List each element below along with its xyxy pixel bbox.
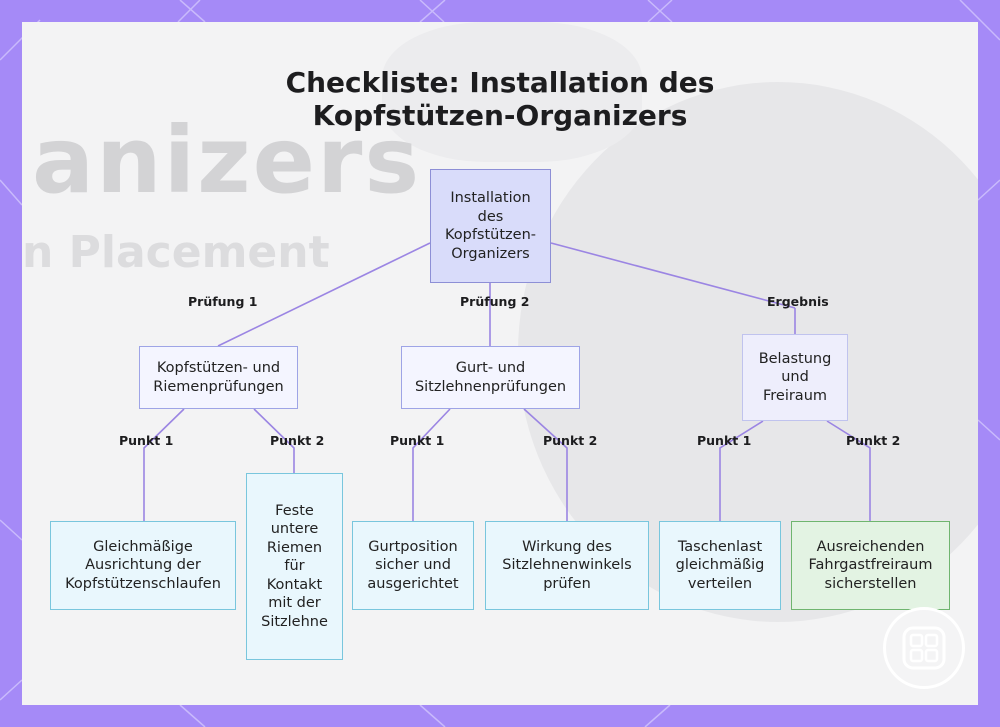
- edge-label-b2-point-2: Punkt 2: [543, 433, 598, 448]
- edge-label-b2-point-1: Punkt 1: [390, 433, 445, 448]
- background-text-small: n Placement: [22, 227, 330, 278]
- title-line-2: Kopfstützen-Organizers: [312, 99, 688, 132]
- branch-node-gurt: Gurt- und Sitzlehnenprüfungen: [401, 346, 580, 409]
- edge-label-b3-point-2: Punkt 2: [846, 433, 901, 448]
- root-node: Installation des Kopfstützen-Organizers: [430, 169, 551, 283]
- edge-branch-1-leaf-2: [253, 408, 295, 473]
- grid-logo-icon: [902, 626, 946, 670]
- edge-label-branch-2: Prüfung 2: [460, 294, 530, 309]
- edge-label-branch-1: Prüfung 1: [188, 294, 258, 309]
- edge-branch-3-leaf-2: [826, 420, 871, 521]
- leaf-node-riemen: Feste untere Riemen für Kontakt mit der …: [246, 473, 343, 660]
- branch-node-kopfstuetzen: Kopfstützen- und Riemenprüfungen: [139, 346, 298, 409]
- edge-label-branch-3: Ergebnis: [767, 294, 829, 309]
- edge-root-branch-3: [550, 242, 796, 309]
- background-shape: [382, 22, 642, 162]
- edge-branch-3-leaf-1: [719, 420, 764, 521]
- edge-branch-2-leaf-1: [412, 408, 451, 521]
- edge-branch-2-leaf-2: [523, 408, 568, 521]
- title-line-1: Checkliste: Installation des: [285, 66, 715, 99]
- leaf-node-gurtposition: Gurtposition sicher und ausgerichtet: [352, 521, 474, 610]
- leaf-node-freiraum: Ausreichenden Fahrgastfreiraum sicherste…: [791, 521, 950, 610]
- edge-branch-1-leaf-1: [143, 408, 185, 521]
- edge-label-b1-point-2: Punkt 2: [270, 433, 325, 448]
- leaf-node-taschenlast: Taschenlast gleichmäßig verteilen: [659, 521, 781, 610]
- leaf-node-ausrichtung: Gleichmäßige Ausrichtung der Kopfstützen…: [50, 521, 236, 610]
- edge-root-branch-1: [217, 242, 431, 347]
- background-text-large: anizers: [32, 107, 422, 214]
- branch-node-belastung: Belastung und Freiraum: [742, 334, 848, 421]
- edge-label-b3-point-1: Punkt 1: [697, 433, 752, 448]
- page-title: Checkliste: Installation des Kopfstützen…: [0, 66, 1000, 132]
- leaf-node-sitzlehnenwinkel: Wirkung des Sitzlehnenwinkels prüfen: [485, 521, 649, 610]
- logo-badge: [883, 607, 965, 689]
- edge-label-b1-point-1: Punkt 1: [119, 433, 174, 448]
